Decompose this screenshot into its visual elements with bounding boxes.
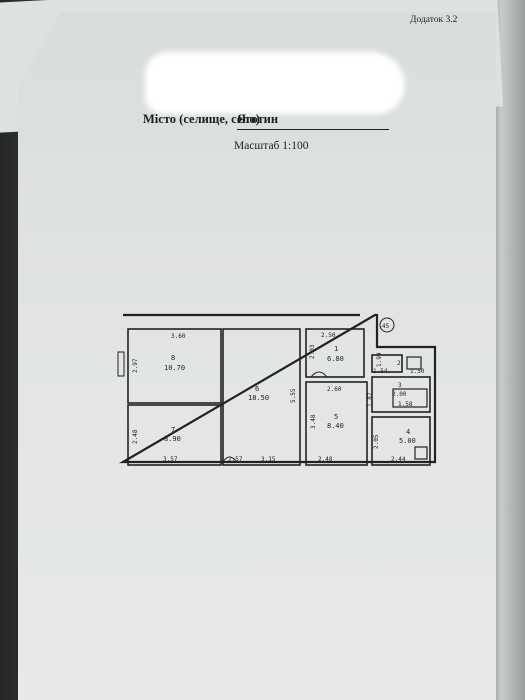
- room-labels: 8 10.70 7 8.90 6 18.50 5 8.40 1 6.80 2 1…: [164, 345, 416, 445]
- dim-door: 2.57: [228, 456, 243, 463]
- room-7-outline: [127, 404, 222, 466]
- room-area: 5.00: [399, 437, 416, 445]
- appendix-label: Додаток 3.2: [410, 15, 458, 25]
- dimension-labels: 3.60 2.97 2.48 3.57 5.55 2.57 3.15 2.60 …: [132, 323, 425, 463]
- dim-room4-bottom: 2.44: [391, 456, 406, 463]
- room-number: 5: [334, 413, 338, 421]
- dim-room1-top: 2.50: [321, 332, 336, 339]
- dim-room6-bottom: 3.15: [261, 456, 276, 463]
- corner-marker: [379, 317, 395, 333]
- corner-mark-label: 45: [382, 323, 390, 330]
- dim-room2: 1.50: [410, 368, 425, 375]
- dim-hall: 1.87: [367, 392, 374, 407]
- room-area: 8.40: [327, 422, 344, 430]
- door-room-6: [222, 456, 238, 463]
- dim-small: 1.99: [376, 352, 383, 367]
- room-2-outline: [371, 354, 403, 373]
- scale-label: Масштаб 1:100: [234, 140, 309, 152]
- room-number: 1: [334, 345, 338, 353]
- room-6-outline: [222, 328, 301, 466]
- dim-room8-side: 2.97: [132, 358, 139, 373]
- room-area: 2.00: [392, 391, 407, 398]
- door-room-1: [310, 371, 328, 378]
- room-5-outline: [305, 381, 368, 466]
- room-3-outline: [371, 376, 431, 413]
- dim-room5-bottom: 2.48: [318, 456, 333, 463]
- dim-room5-side: 3.48: [310, 414, 317, 429]
- room-8-outline: [127, 328, 222, 404]
- room-number: 7: [171, 426, 175, 434]
- room-number: 6: [255, 385, 259, 393]
- room-number: 2: [397, 360, 401, 367]
- room-area: 1.54: [373, 368, 388, 375]
- room-number: 4: [406, 428, 410, 436]
- room-4-outline: [371, 416, 431, 466]
- city-label: Місто (селище, село): [143, 112, 260, 126]
- room-1-outline: [305, 328, 365, 378]
- dim-room4-side: 2.05: [373, 434, 380, 449]
- city-value: Яготин: [237, 112, 279, 126]
- dim-room5-top: 2.60: [327, 386, 342, 393]
- dim-bath: 1.58: [398, 401, 413, 408]
- stove: [414, 446, 428, 460]
- dim-room7-bottom: 3.57: [163, 456, 178, 463]
- room-number: 8: [171, 354, 175, 362]
- city-underline: [237, 129, 389, 130]
- window-left: [117, 351, 125, 377]
- room-number: 3: [398, 382, 402, 389]
- room-area: 6.80: [327, 355, 344, 363]
- dim-room6-side: 5.55: [290, 388, 297, 403]
- room-area: 18.50: [248, 394, 269, 402]
- dim-room7-side: 2.48: [132, 429, 139, 444]
- outer-wall: [118, 313, 437, 464]
- document-page: [18, 12, 496, 700]
- dim-room1-side: 2.03: [309, 344, 316, 359]
- toilet: [406, 356, 422, 370]
- room-area: 8.90: [164, 435, 181, 443]
- floor-plan: 8 10.70 7 8.90 6 18.50 5 8.40 1 6.80 2 1…: [117, 313, 437, 466]
- room-area: 10.70: [164, 364, 185, 372]
- redacted-area: [145, 52, 405, 114]
- bathtub: [392, 388, 428, 408]
- dim-room8-top: 3.60: [171, 333, 186, 340]
